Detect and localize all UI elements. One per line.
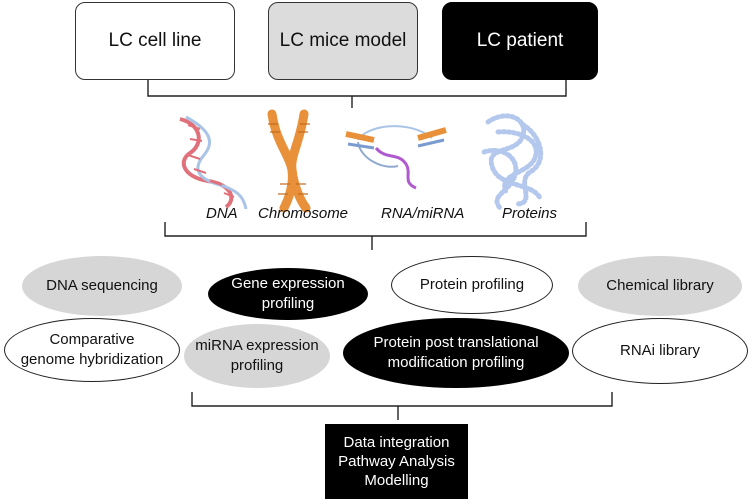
dna-label: DNA	[206, 205, 238, 222]
dna-helix-icon	[179, 115, 248, 210]
proteins-icon	[481, 113, 544, 211]
top-bracket	[147, 80, 567, 108]
comparative-genome-hybridization-ellipse: Comparative genome hybridization	[4, 318, 180, 382]
rna-mirna-label: RNA/miRNA	[381, 205, 465, 222]
lc-patient-box: LC patient	[442, 2, 598, 80]
proteins-label: Proteins	[502, 205, 558, 222]
middle-bracket	[164, 222, 587, 250]
rna-mirna-icon	[345, 125, 447, 190]
dna-sequencing-ellipse: DNA sequencing	[22, 256, 182, 316]
protein-profiling-ellipse: Protein profiling	[391, 256, 553, 314]
gene-expression-profiling-ellipse: Gene expression profiling	[208, 268, 368, 320]
data-integration-box: Data integration Pathway Analysis Modell…	[325, 424, 468, 499]
bottom-bracket	[191, 392, 613, 420]
mirna-expression-profiling-ellipse: miRNA expression profiling	[184, 324, 330, 388]
protein-ptm-profiling-ellipse: Protein post translational modification …	[343, 318, 569, 388]
lc-mice-model-box: LC mice model	[268, 2, 418, 80]
lc-cell-line-box: LC cell line	[75, 2, 235, 80]
rnai-library-ellipse: RNAi library	[572, 318, 748, 384]
chemical-library-ellipse: Chemical library	[578, 256, 742, 316]
chromosome-icon	[267, 109, 311, 213]
chromosome-label: Chromosome	[258, 205, 349, 222]
